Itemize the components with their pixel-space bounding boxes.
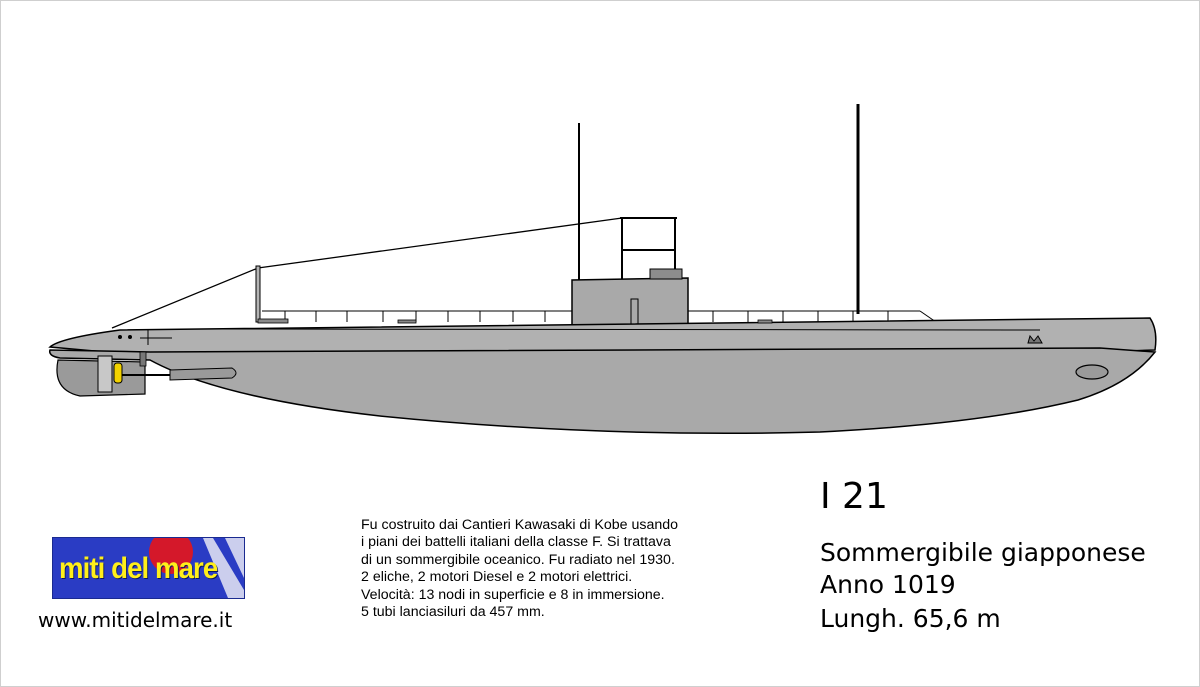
miti-del-mare-logo[interactable]: miti del mare — [52, 537, 245, 599]
description-line: 2 eliche, 2 motori Diesel e 2 motori ele… — [361, 569, 633, 586]
bridge-frame — [620, 217, 677, 281]
submarine-name: I 21 — [820, 476, 888, 517]
pressure-hull — [48, 347, 1157, 435]
deck-casing — [48, 317, 1157, 357]
description-line: i piani dei battelli italiani della clas… — [361, 534, 671, 551]
rudder — [97, 355, 113, 393]
spec-type: Sommergibile giapponese — [820, 538, 1146, 567]
description-line: 5 tubi lanciasiluri da 457 mm. — [361, 604, 545, 621]
spec-year: Anno 1019 — [820, 570, 956, 599]
website-link[interactable]: www.mitidelmare.it — [38, 608, 233, 632]
description-line: Velocità: 13 nodi in superficie e 8 in i… — [361, 586, 665, 603]
logo-text: miti del mare — [59, 552, 218, 585]
propeller — [113, 362, 123, 384]
description-line: di un sommergibile oceanico. Fu radiato … — [361, 551, 675, 568]
bow-opening — [1075, 364, 1109, 380]
logo-graphic — [149, 538, 244, 598]
submarine-illustration — [48, 104, 1157, 435]
conning-tower — [571, 277, 689, 327]
spec-length: Lungh. 65,6 m — [820, 604, 1001, 633]
description: Fu costruito dai Cantieri Kawasaki di Ko… — [361, 517, 761, 621]
fore-mast — [255, 265, 261, 323]
description-line: Fu costruito dai Cantieri Kawasaki di Ko… — [361, 517, 679, 533]
